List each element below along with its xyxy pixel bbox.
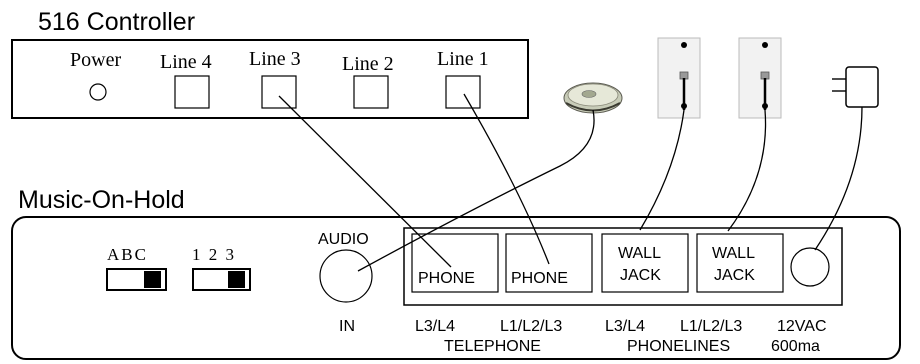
jack-wall-a xyxy=(601,233,689,293)
switch-abc-label: ABC xyxy=(107,245,148,264)
jack-phone-b-label: PHONE xyxy=(511,270,568,287)
jack-wall-a-label-2: JACK xyxy=(620,267,661,284)
wire-walljack-a xyxy=(639,109,685,231)
switch-abc-knob xyxy=(144,271,161,288)
cd-player-icon xyxy=(563,82,623,114)
wire-line1-to-phone xyxy=(463,93,550,265)
jack-wall-b-label-2: JACK xyxy=(714,267,755,284)
label-line3: Line 3 xyxy=(249,48,301,70)
jack-wall-b-label-1: WALL xyxy=(712,245,755,262)
label-l123-telephone: L1/L2/L3 xyxy=(500,318,562,335)
wire-walljack-b xyxy=(727,109,767,232)
audio-label-top: AUDIO xyxy=(318,231,369,248)
label-l34-phonelines: L3/L4 xyxy=(605,318,645,335)
wire-cd-to-audio-in xyxy=(357,109,595,272)
jack-line1 xyxy=(445,75,481,109)
power-indicator xyxy=(89,83,107,101)
wire-power-adapter xyxy=(814,106,863,251)
label-telephone: TELEPHONE xyxy=(444,338,541,355)
label-600ma: 600ma xyxy=(771,338,820,355)
audio-in-jack xyxy=(319,249,373,303)
moh-title: Music-On-Hold xyxy=(18,186,185,214)
controller-title: 516 Controller xyxy=(38,8,195,36)
jack-wall-a-label-1: WALL xyxy=(618,245,661,262)
jack-line3 xyxy=(261,75,297,109)
label-l123-phonelines: L1/L2/L3 xyxy=(680,318,742,335)
power-adapter-icon xyxy=(832,66,879,108)
label-line1: Line 1 xyxy=(437,48,489,70)
label-power: Power xyxy=(70,49,121,71)
power-in-jack xyxy=(790,247,830,287)
wires xyxy=(278,93,863,272)
jack-line2 xyxy=(353,75,389,109)
jack-phone-a xyxy=(411,233,499,293)
wall-jack-icon xyxy=(657,37,701,119)
jack-line4 xyxy=(174,75,210,109)
wire-line3-to-phone xyxy=(278,95,452,268)
label-12vac: 12VAC xyxy=(777,318,827,335)
switch-123-label: 1 2 3 xyxy=(192,245,236,264)
wall-jack-icon xyxy=(738,37,782,119)
label-phonelines: PHONELINES xyxy=(627,338,730,355)
jack-wall-b xyxy=(696,233,784,293)
jack-phone-a-label: PHONE xyxy=(418,270,475,287)
audio-label-bottom: IN xyxy=(339,318,355,335)
label-line4: Line 4 xyxy=(160,51,212,73)
label-line2: Line 2 xyxy=(342,53,394,75)
label-l34-telephone: L3/L4 xyxy=(415,318,455,335)
switch-123-knob xyxy=(228,271,245,288)
